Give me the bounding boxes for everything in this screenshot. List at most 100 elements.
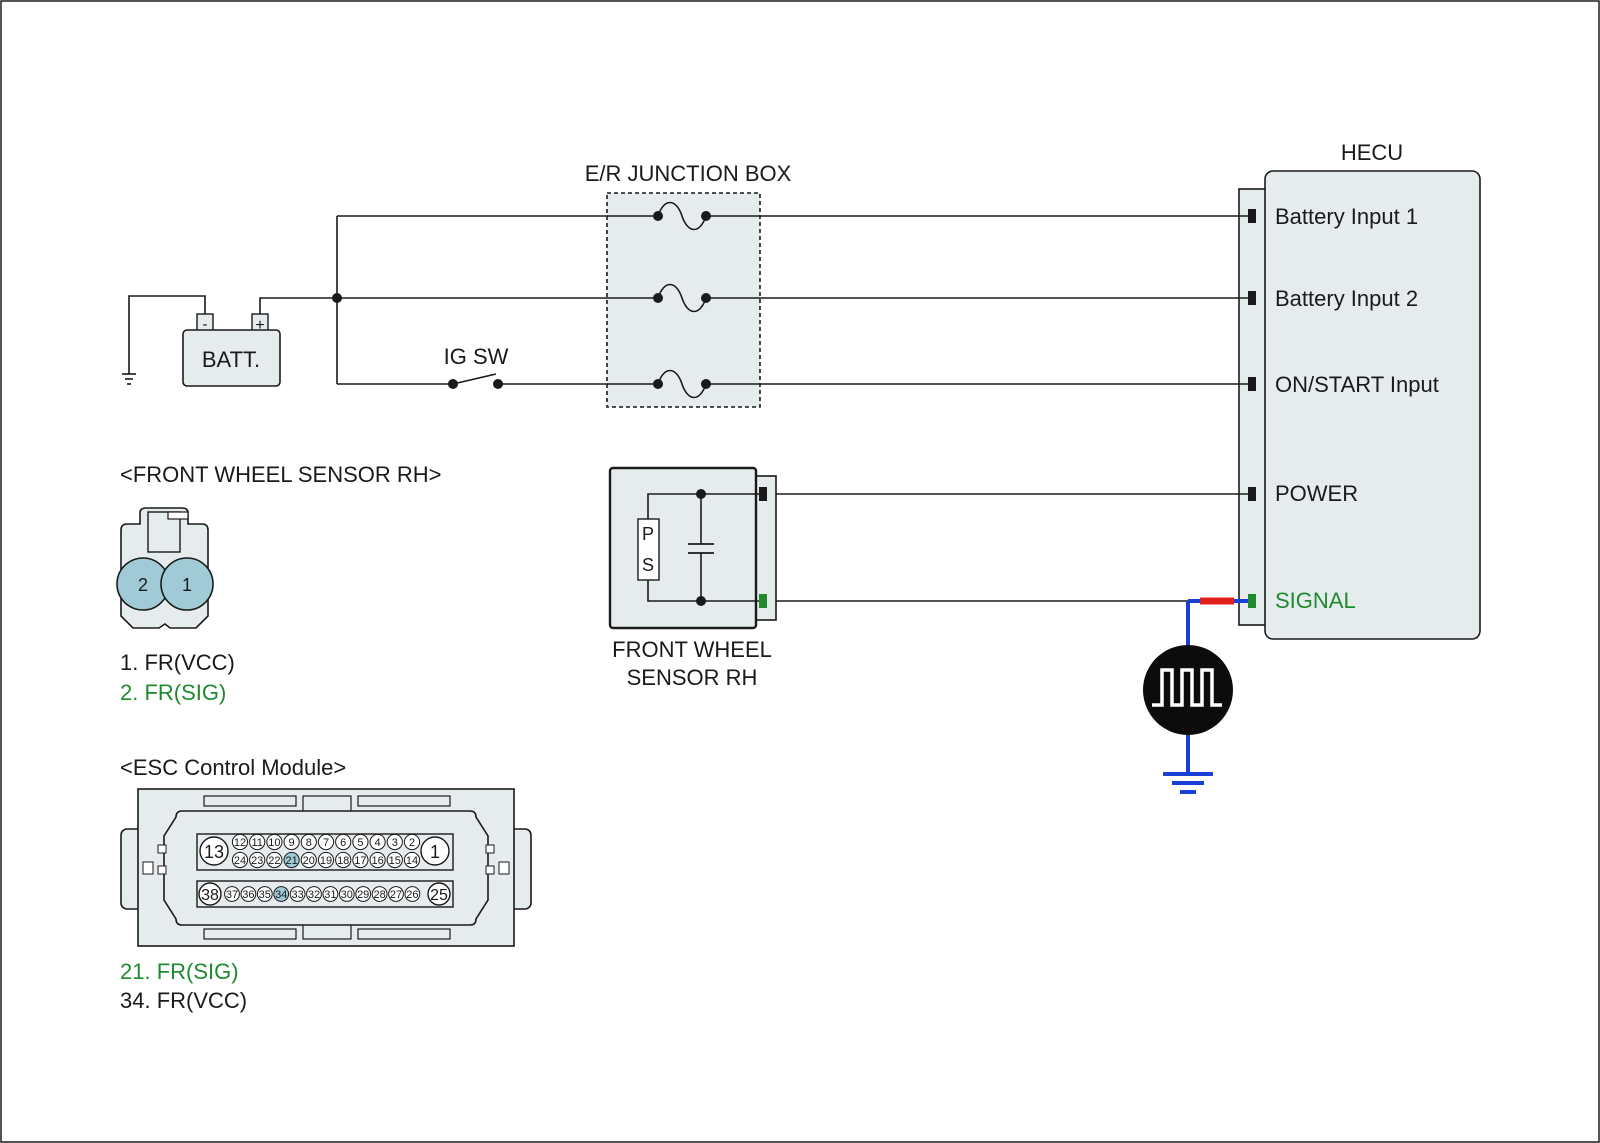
hecu-pin-power: POWER <box>1275 481 1358 506</box>
esc-pin-number: 27 <box>390 889 402 901</box>
esc-pin-number: 14 <box>406 855 418 867</box>
fuses <box>653 201 711 399</box>
sensor-internal-wire-top <box>647 493 759 519</box>
esc-pin-number: 12 <box>234 837 246 849</box>
esc-pin-15 <box>386 851 403 869</box>
esc-pin-14 <box>403 851 421 869</box>
ground-icon <box>122 373 136 385</box>
sensor-connector-pin-number: 1 <box>182 575 192 595</box>
esc-pin-27 <box>388 886 404 902</box>
esc-pin-number: 16 <box>371 855 383 867</box>
esc-pin-24 <box>231 851 249 869</box>
sensor-p-label: P <box>642 524 654 544</box>
esc-pin-number: 9 <box>289 837 295 849</box>
fuse-2 <box>653 283 711 313</box>
esc-pin-22 <box>266 851 283 869</box>
esc-pin-number: 5 <box>357 837 363 849</box>
bus-junction-dot <box>332 293 342 303</box>
esc-pin-number: 15 <box>389 855 401 867</box>
esc-pin-8 <box>300 833 317 851</box>
esc-pin-31 <box>322 886 339 902</box>
hecu-pin-terminal-signal <box>1248 594 1256 608</box>
esc-pin-16 <box>369 851 386 869</box>
esc-pin-37 <box>224 886 240 902</box>
esc-pin-number: 33 <box>291 889 303 901</box>
esc-pin-number: 19 <box>320 855 332 867</box>
esc-pin-38 <box>198 882 222 906</box>
esc-pin-5 <box>352 833 369 851</box>
esc-pin-33 <box>289 886 306 902</box>
esc-pin-19 <box>317 851 335 869</box>
esc-pin-number: 10 <box>268 837 280 849</box>
sensor-connector-pin-1 <box>160 557 214 611</box>
esc-pin-29 <box>355 886 372 902</box>
esc-pin-30 <box>338 886 355 902</box>
esc-pin-6 <box>335 833 352 851</box>
sensor-connector-tab <box>167 511 189 520</box>
sensor-connector-view: <FRONT WHEEL SENSOR RH> 2 1 1. FR(VCC) 2… <box>116 462 442 705</box>
sensor-connector-pin-number: 2 <box>138 575 148 595</box>
hecu-pin-signal: SIGNAL <box>1275 588 1356 613</box>
ignition-switch: IG SW <box>444 344 509 389</box>
esc-pin-number: 8 <box>306 837 312 849</box>
esc-pin-13 <box>199 836 229 866</box>
esc-pin-number: 34 <box>275 889 287 901</box>
square-wave-icon <box>1152 668 1222 707</box>
sensor-pin-terminal-signal <box>759 594 767 608</box>
esc-pin-number: 13 <box>204 842 224 862</box>
esc-pin-25 <box>427 882 451 906</box>
esc-pin-4 <box>369 833 386 851</box>
esc-pin-number: 24 <box>234 855 246 867</box>
esc-pin-10 <box>266 833 283 851</box>
esc-pin-34 <box>273 886 290 902</box>
sensor-label-line1: FRONT WHEEL <box>612 637 772 662</box>
esc-pin-21-desc: 21. FR(SIG) <box>120 959 239 984</box>
esc-pin-number: 31 <box>324 889 336 901</box>
esc-pin-32 <box>306 886 322 902</box>
wires <box>128 215 1248 602</box>
esc-pin-9 <box>283 833 300 851</box>
hecu-pin-terminal <box>1248 487 1256 501</box>
battery: - + BATT. <box>182 313 281 387</box>
sensor-label-line2: SENSOR RH <box>627 665 758 690</box>
esc-pin-17 <box>352 851 369 869</box>
hecu-pin-terminal <box>1248 377 1256 391</box>
esc-pin-1 <box>420 836 450 866</box>
esc-pin-number: 28 <box>373 889 385 901</box>
esc-pin-35 <box>256 886 273 902</box>
esc-pin-number: 22 <box>268 855 280 867</box>
esc-pin-11 <box>249 833 266 851</box>
hecu-pin-terminal <box>1248 291 1256 305</box>
sensor-pin-terminal <box>759 487 767 501</box>
battery-neg-sign: - <box>203 316 208 333</box>
sensor-s-label: S <box>642 555 654 575</box>
esc-pin-number: 29 <box>357 889 369 901</box>
esc-pin-number: 4 <box>375 837 381 849</box>
esc-pin-34-desc: 34. FR(VCC) <box>120 988 247 1013</box>
esc-pin-number: 21 <box>285 855 297 867</box>
sensor-ps-element <box>637 518 660 581</box>
esc-pin-36 <box>240 886 257 902</box>
esc-connector-title: <ESC Control Module> <box>120 755 346 780</box>
fuse-1 <box>653 201 711 231</box>
hecu-pin-battery-input-2: Battery Input 2 <box>1275 286 1418 311</box>
esc-pin-number: 23 <box>251 855 263 867</box>
esc-pin-number: 17 <box>354 855 366 867</box>
esc-pin-number: 36 <box>242 889 254 901</box>
esc-pin-18 <box>335 851 352 869</box>
hecu-pin-terminal <box>1248 209 1256 223</box>
esc-pin-number: 20 <box>303 855 315 867</box>
esc-pin-23 <box>249 851 266 869</box>
esc-pin-number: 11 <box>251 837 262 849</box>
esc-pin-number: 26 <box>406 889 418 901</box>
front-wheel-sensor: P S FRONT WHEEL SENSOR RH <box>608 466 777 690</box>
hecu-pin-on-start-input: ON/START Input <box>1275 372 1439 397</box>
esc-pin-28 <box>371 886 388 902</box>
hecu-box <box>1264 170 1481 640</box>
esc-pin-number: 37 <box>226 889 238 901</box>
esc-pin-21 <box>283 851 300 869</box>
sensor-connector-title: <FRONT WHEEL SENSOR RH> <box>120 462 442 487</box>
esc-pin-7 <box>317 833 335 851</box>
